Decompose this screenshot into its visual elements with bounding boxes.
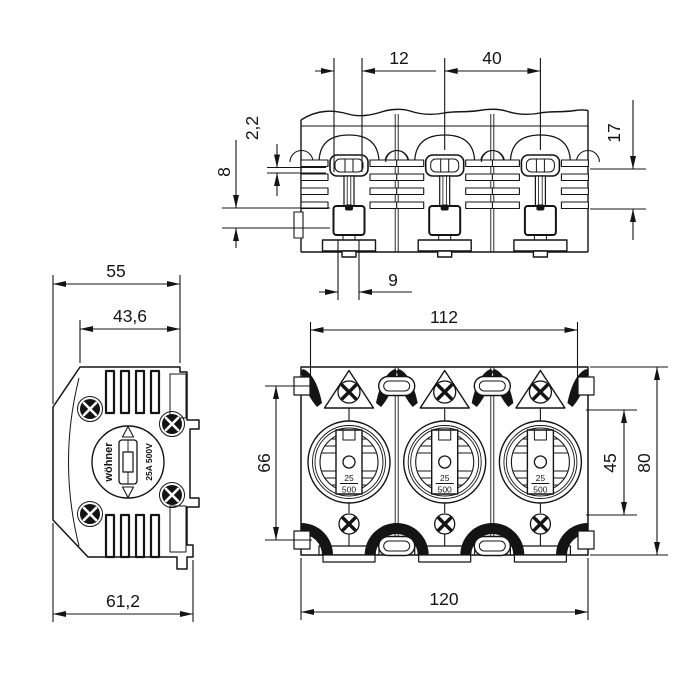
mounting-slots (293, 375, 595, 557)
dim-120-label: 120 (429, 589, 458, 609)
brand-label: wöhner (103, 442, 115, 483)
top-view: 12 40 2,2 8 (214, 48, 646, 300)
edge-notch (577, 376, 595, 396)
dim-17-label: 17 (604, 123, 624, 142)
dim-120: 120 (300, 558, 589, 620)
dim-40-label: 40 (482, 48, 502, 68)
dim-8: 8 (214, 140, 330, 248)
screw-icon (77, 396, 103, 422)
dim-55-label: 55 (106, 261, 125, 281)
fuse-window (118, 439, 138, 485)
vent-slots-bottom (104, 513, 161, 559)
side-flange (293, 211, 304, 239)
dim-112: 112 (309, 307, 579, 392)
dim-66: 66 (254, 385, 312, 541)
dim-2-2: 2,2 (242, 116, 326, 196)
fuse-carrier-face: wöhner 25A 500V (91, 425, 165, 499)
side-view: wöhner 25A 500V 55 43,6 61,2 (52, 261, 200, 622)
edge-notch (577, 530, 595, 550)
dim-9: 9 (319, 240, 412, 300)
dim-45-label: 45 (600, 453, 620, 472)
screw-icon (77, 501, 103, 527)
dim-80-label: 80 (634, 453, 654, 473)
dim-17: 17 (590, 100, 646, 240)
dim-61-2: 61,2 (52, 523, 194, 622)
dim-43-6: 43,6 (79, 306, 180, 363)
arrow-down-icon (121, 486, 135, 499)
dim-40: 40 (444, 48, 541, 150)
dim-43-6-label: 43,6 (113, 306, 147, 326)
dim-2-2-label: 2,2 (242, 116, 262, 140)
dim-45: 45 (586, 409, 637, 516)
dim-112-label: 112 (430, 307, 458, 327)
dim-61-2-label: 61,2 (106, 591, 140, 611)
rating-label: 25A 500V (144, 443, 154, 481)
dim-12-label: 12 (389, 48, 408, 68)
dim-66-label: 66 (254, 453, 274, 472)
screw-icon (159, 411, 185, 437)
dim-9-label: 9 (388, 270, 398, 290)
screw-icon (159, 482, 185, 508)
dim-12: 12 (315, 48, 436, 172)
vent-slots-top (104, 369, 161, 415)
front-view: 112 66 45 80 120 (254, 307, 668, 620)
arrow-up-icon (121, 425, 135, 438)
dim-80: 80 (590, 366, 668, 556)
dim-55: 55 (52, 261, 181, 404)
dim-8-label: 8 (214, 167, 234, 177)
